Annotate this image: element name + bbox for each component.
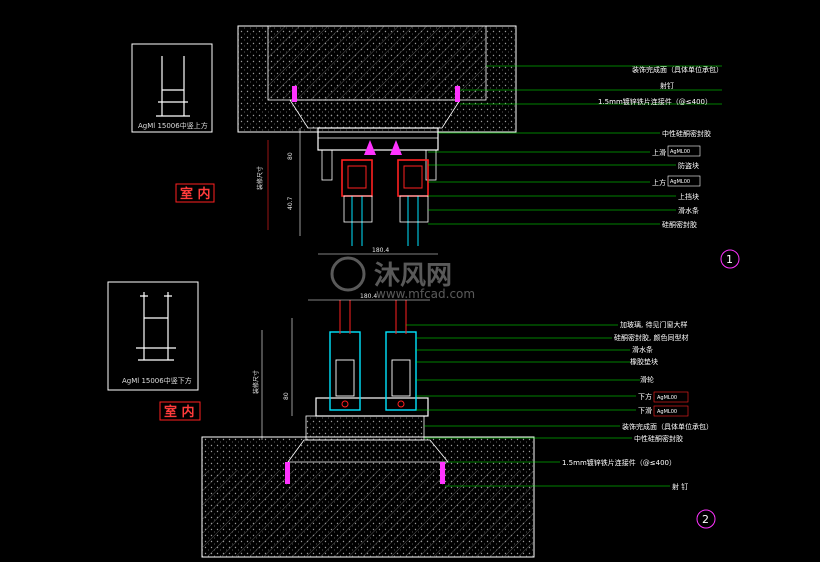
dim-height: 80 bbox=[283, 392, 290, 400]
sash-left bbox=[329, 331, 361, 411]
callout-bottom-side: 下方 bbox=[638, 392, 652, 401]
callout-finish-surface: 装饰完成面（具体单位承包） bbox=[632, 65, 723, 74]
tag-label: AgML00 bbox=[657, 395, 677, 401]
dim-finish: 装修尺寸 bbox=[252, 370, 260, 394]
anchor-bolt bbox=[285, 462, 290, 484]
callout-silicone-color: 硅酮密封胶, 颜色同型材 bbox=[614, 333, 688, 342]
callout-connector: 1.5mm镀锌铁片连接件（@≤400） bbox=[562, 458, 676, 467]
dim-finish: 装修尺寸 bbox=[256, 166, 264, 190]
room-label-box bbox=[159, 401, 201, 421]
callout-water-strip: 滑水条 bbox=[632, 345, 653, 354]
sash-right bbox=[385, 331, 417, 411]
anchor-bolt bbox=[292, 86, 297, 102]
callout-roller: 滑轮 bbox=[640, 375, 654, 384]
sill-block bbox=[305, 415, 425, 441]
finish-layer bbox=[289, 99, 461, 129]
room-label-box bbox=[175, 183, 215, 203]
head-frame bbox=[317, 127, 439, 151]
section-marker bbox=[720, 249, 740, 269]
tag-label: AgML00 bbox=[657, 409, 677, 415]
leader-lines bbox=[428, 65, 722, 225]
section-1: 180.4 80 40.7 装修尺寸 装饰完成面（具体单位承包） 射钉 1.5m… bbox=[131, 25, 740, 269]
callout-bottom-rail: 下滑 bbox=[638, 406, 652, 415]
floor-core bbox=[202, 470, 534, 557]
dim-width: 180.4 bbox=[372, 247, 389, 254]
watermark: 沐风网 www.mfcad.com bbox=[330, 256, 475, 301]
callout-connector: 1.5mm镀锌铁片连接件（@≤400） bbox=[598, 97, 712, 106]
arrow-mark bbox=[364, 140, 376, 155]
watermark-url: www.mfcad.com bbox=[376, 287, 475, 301]
callouts: 加玻璃, 待见门窗大样 硅酮密封胶, 颜色同型材 滑水条 橡胶垫块 滑轮 下方 … bbox=[562, 320, 713, 491]
sill-frame bbox=[315, 397, 429, 417]
profile-detail bbox=[136, 292, 176, 361]
detail-box bbox=[107, 281, 199, 391]
sash-right bbox=[397, 159, 429, 197]
arrow-mark bbox=[390, 140, 402, 155]
callout-top-stop: 上挡块 bbox=[678, 192, 699, 201]
detail-box bbox=[131, 43, 213, 133]
section-marker bbox=[696, 509, 716, 529]
detail-caption: AgMl 15006中竖上方 bbox=[138, 121, 208, 130]
callout-nail: 射钉 bbox=[660, 81, 674, 90]
sash-left bbox=[341, 159, 373, 197]
callouts: 装饰完成面（具体单位承包） 射钉 1.5mm镀锌铁片连接件（@≤400） 中性硅… bbox=[598, 65, 723, 229]
callout-top-rail: 上滑 bbox=[652, 148, 666, 157]
dim-width: 180.4 bbox=[360, 293, 377, 300]
profile-detail bbox=[156, 56, 190, 117]
dim-height-a: 80 bbox=[287, 152, 294, 160]
callout-silicone: 硅酮密封胶 bbox=[662, 220, 697, 229]
tag-label: AgML00 bbox=[670, 149, 690, 155]
room-label: 室 内 bbox=[180, 186, 211, 202]
tag-label: AgML00 bbox=[670, 179, 690, 185]
ceiling-core bbox=[267, 25, 487, 101]
callout-top-side: 上方 bbox=[652, 178, 666, 187]
callout-sealant: 中性硅酮密封胶 bbox=[662, 129, 711, 138]
callout-sealant: 中性硅酮密封胶 bbox=[634, 434, 683, 443]
leader-lines bbox=[406, 324, 670, 487]
callout-finish-surface: 装饰完成面（具体单位承包） bbox=[622, 422, 713, 431]
floor-finish bbox=[287, 439, 449, 463]
anchor-bolt bbox=[455, 86, 460, 102]
section-number: 1 bbox=[726, 253, 733, 266]
section-number: 2 bbox=[702, 513, 709, 526]
section-2: 180.4 80 装修尺寸 加玻璃, 待见门窗大样 硅酮密封胶, 颜色同型材 滑… bbox=[107, 281, 716, 558]
callout-nail: 射 钉 bbox=[672, 482, 688, 491]
detail-caption: AgMl 15006中竖下方 bbox=[122, 376, 192, 385]
anchor-bolt bbox=[440, 462, 445, 484]
callout-water-strip: 滑水条 bbox=[678, 206, 699, 215]
callout-glass: 加玻璃, 待见门窗大样 bbox=[620, 320, 687, 329]
watermark-brand: 沐风网 bbox=[374, 261, 452, 291]
callout-anti-theft: 防盗块 bbox=[678, 161, 699, 170]
room-label: 室 内 bbox=[164, 404, 195, 420]
callout-rubber-pad: 橡胶垫块 bbox=[630, 357, 658, 366]
dim-height-b: 40.7 bbox=[287, 196, 294, 210]
